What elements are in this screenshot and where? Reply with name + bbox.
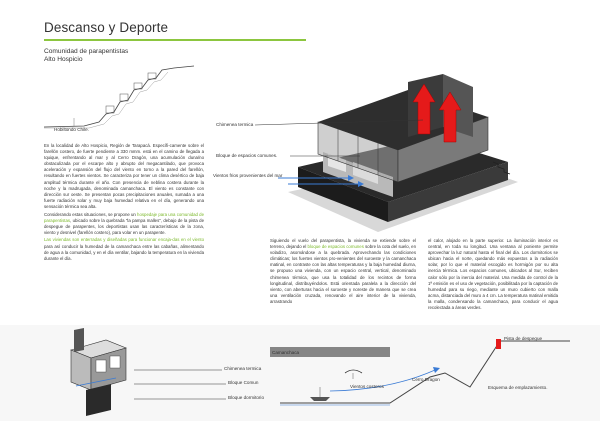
subtitle-line1: Comunidad de parapentistas <box>44 48 129 55</box>
esquema-label: Esquema de emplazamiento. <box>488 385 548 390</box>
bloque-dormitorio-leader <box>134 398 226 400</box>
page-subtitle: Comunidad de parapentistas Alto Hospicio <box>44 48 128 64</box>
camanchaca-label: Camanchaca <box>272 350 300 355</box>
col2-p1-highlight: bloque de espacios comunes <box>307 244 364 250</box>
col1-p2-b: , ubicado sobre la quebrada "la pampa ma… <box>44 217 204 235</box>
col2-p1-a: Siguiendo el vuelo del parapentista, la … <box>270 238 416 250</box>
col1-p3-b: para así conducir la humedad de la caman… <box>44 243 204 261</box>
small-house-sketch <box>70 328 127 416</box>
hillside-sketch <box>43 65 195 129</box>
col1-paragraph-2: Considerando estas situaciones, se propo… <box>44 212 204 236</box>
chimenea-label: Chimenea termica <box>224 366 262 371</box>
vientos-costeros-label: Vientos costeros <box>350 384 384 389</box>
chimenea-caption: Chimenea termica <box>216 122 254 127</box>
cerro-dragon-label: Cerro Dragon <box>412 377 440 382</box>
col1-p2-a: Considerando estas situaciones, se propo… <box>44 211 138 217</box>
chimenea-label-leader <box>134 369 222 371</box>
text-column-3: el calor, alojado en la parte superior. … <box>428 238 558 313</box>
hill-caption: Hobiltondo Chile. <box>54 127 89 132</box>
col1-p2-highlight: hospedaje para una comunidad de parapent… <box>44 211 204 223</box>
col1-p3-highlight: Las viviendas son enterradas y diseñadas… <box>44 237 204 243</box>
col2-paragraph-1: Siguiendo el vuelo del parapentista, la … <box>270 238 416 305</box>
subtitle-line2: Alto Hospicio <box>44 56 83 63</box>
bloque-comun-label: Bloque Comun <box>228 380 259 385</box>
bloque-leader <box>290 155 360 157</box>
col3-paragraph-1: el calor, alojado en la parte superior. … <box>428 238 558 311</box>
bloque-dormitorio-label: Bloque dormitorio <box>228 395 265 400</box>
text-column-1: En la localidad de Alto Hospicio, Región… <box>44 143 204 263</box>
title-underline <box>44 39 306 41</box>
page-title: Descanso y Deporte <box>44 20 169 35</box>
bloque-comun-leader <box>134 383 226 385</box>
col1-paragraph-1: En la localidad de Alto Hospicio, Región… <box>44 143 204 209</box>
bloque-espacios-caption: Bloque de espacios comunes. <box>216 153 278 158</box>
vientos-caption: Vientos frios provenientes del mar <box>213 173 283 178</box>
col2-p1-b: sobre la cota del suelo, en voladizo, as… <box>270 244 416 304</box>
text-column-2: Siguiendo el vuelo del parapentista, la … <box>270 238 416 307</box>
site-section-diagram <box>270 339 570 406</box>
pista-label: Pista de despegue <box>504 336 543 341</box>
chimenea-leader <box>254 119 424 126</box>
col1-paragraph-3: Las viviendas son enterradas y diseñadas… <box>44 237 204 261</box>
house-render <box>278 74 518 232</box>
